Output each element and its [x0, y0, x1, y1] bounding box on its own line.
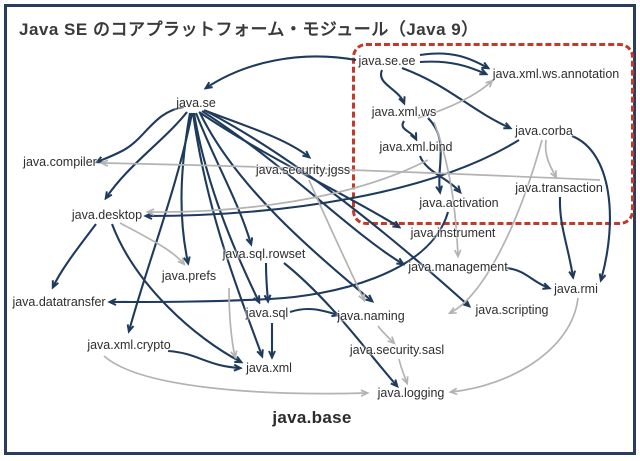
edge-java.se-to-java.sql.rowset: [195, 112, 251, 244]
edge-java.transaction-to-java.rmi: [558, 196, 573, 277]
edge-java.xml.crypto-to-java.logging: [103, 355, 367, 394]
edge-java.corba-to-java.transaction: [544, 139, 556, 177]
edge-java.se-to-java.xml: [191, 112, 262, 356]
edge-java.corba-to-java.rmi: [571, 135, 611, 280]
edge-java.se-to-java.instrument: [198, 111, 399, 227]
edge-java.security.jgss-to-java.naming: [308, 179, 364, 300]
edge-java.transaction-to-java.compiler: [102, 163, 601, 181]
node-java.se.ee: java.se.ee: [358, 54, 416, 68]
node-java.datatransfer: java.datatransfer: [12, 295, 106, 309]
edge-java.se-to-java.sql: [192, 112, 259, 302]
edge-java.sql.rowset-to-java.logging: [283, 262, 397, 386]
node-java.xml.bind: java.xml.bind: [379, 140, 453, 154]
edge-java.se.ee-to-java.xml.ws.annotation: [419, 60, 486, 74]
edge-java.security.sasl-to-java.logging: [398, 358, 407, 383]
edge-java.sql.rowset-to-java.sql: [266, 262, 268, 301]
edge-java.management-to-java.rmi: [505, 266, 549, 288]
edge-java.naming-to-java.security.sasl: [377, 325, 394, 343]
edge-java.xml.crypto-to-java.xml: [167, 349, 240, 368]
edge-java.corba-to-java.desktop: [146, 139, 520, 216]
node-java.base: java.base: [272, 408, 352, 427]
edge-java.activation-to-java.datatransfer: [110, 211, 450, 302]
node-java.security.sasl: java.security.sasl: [349, 343, 445, 357]
edge-java.rmi-to-java.logging: [451, 297, 579, 392]
edge-java.corba-to-java.naming: [450, 139, 543, 313]
node-java.sql: java.sql: [245, 306, 289, 320]
edge-java.xml.ws-to-java.xml.ws.annotation: [417, 81, 492, 119]
node-java.xml.crypto: java.xml.crypto: [87, 338, 171, 352]
edge-java.xml.ws-to-java.management: [433, 121, 458, 256]
edge-java.desktop-to-java.datatransfer: [53, 223, 97, 287]
edge-java.desktop-to-java.xml: [111, 223, 241, 362]
node-java.xml: java.xml: [246, 361, 292, 375]
node-java.corba: java.corba: [515, 124, 573, 138]
edge-java.xml.bind-to-java.activation: [419, 155, 460, 192]
edge-java.xml.ws-to-java.xml.bind: [401, 120, 416, 139]
edge-java.desktop-to-java.prefs: [119, 222, 184, 264]
node-java.xml.ws.annotation: java.xml.ws.annotation: [492, 67, 620, 81]
node-java.logging: java.logging: [377, 386, 445, 400]
edge-java.se-to-java.prefs: [180, 112, 192, 263]
edge-java.se-to-java.compiler: [97, 105, 185, 162]
node-java.desktop: java.desktop: [71, 208, 143, 222]
diagram-title: Java SE のコアプラットフォーム・モジュール（Java 9）: [19, 20, 479, 39]
node-java.naming: java.naming: [337, 309, 405, 323]
edge-java.se-to-java.security.jgss: [205, 110, 309, 157]
edge-java.se.ee-to-java.xml.ws: [379, 69, 404, 103]
edge-java.se.ee-to-java.corba: [401, 67, 510, 128]
edge-java.se-to-java.desktop: [106, 111, 188, 198]
node-java.transaction: java.transaction: [515, 181, 603, 195]
edge-java.se.ee-to-java.se: [206, 55, 357, 88]
node-java.security.jgss: java.security.jgss: [255, 163, 351, 177]
node-java.scripting: java.scripting: [475, 303, 549, 317]
edge-java.se.ee-to-java.xml.ws.annotation: [419, 52, 488, 68]
edge-java.se-to-java.scripting: [203, 109, 469, 306]
diagram-frame: [4, 4, 636, 455]
node-java.prefs: java.prefs: [161, 269, 217, 283]
node-java.rmi: java.rmi: [554, 282, 598, 296]
deprecated-modules-outline: [352, 43, 634, 225]
edge-java.se-to-java.naming: [199, 112, 372, 301]
edge-java.sql-to-java.naming: [289, 307, 338, 315]
edge-java.prefs-to-java.xml: [228, 287, 235, 357]
node-java.instrument: java.instrument: [410, 226, 496, 240]
node-java.compiler: java.compiler: [23, 155, 97, 169]
node-java.xml.ws: java.xml.ws: [371, 105, 437, 119]
node-java.sql.rowset: java.sql.rowset: [222, 247, 306, 261]
edge-java.xml.ws-to-java.activation: [427, 117, 441, 192]
edge-java.xml.bind-to-java.desktop: [148, 159, 429, 212]
node-java.se: java.se: [176, 96, 216, 110]
node-java.activation: java.activation: [419, 196, 499, 210]
node-java.management: java.management: [408, 260, 508, 274]
